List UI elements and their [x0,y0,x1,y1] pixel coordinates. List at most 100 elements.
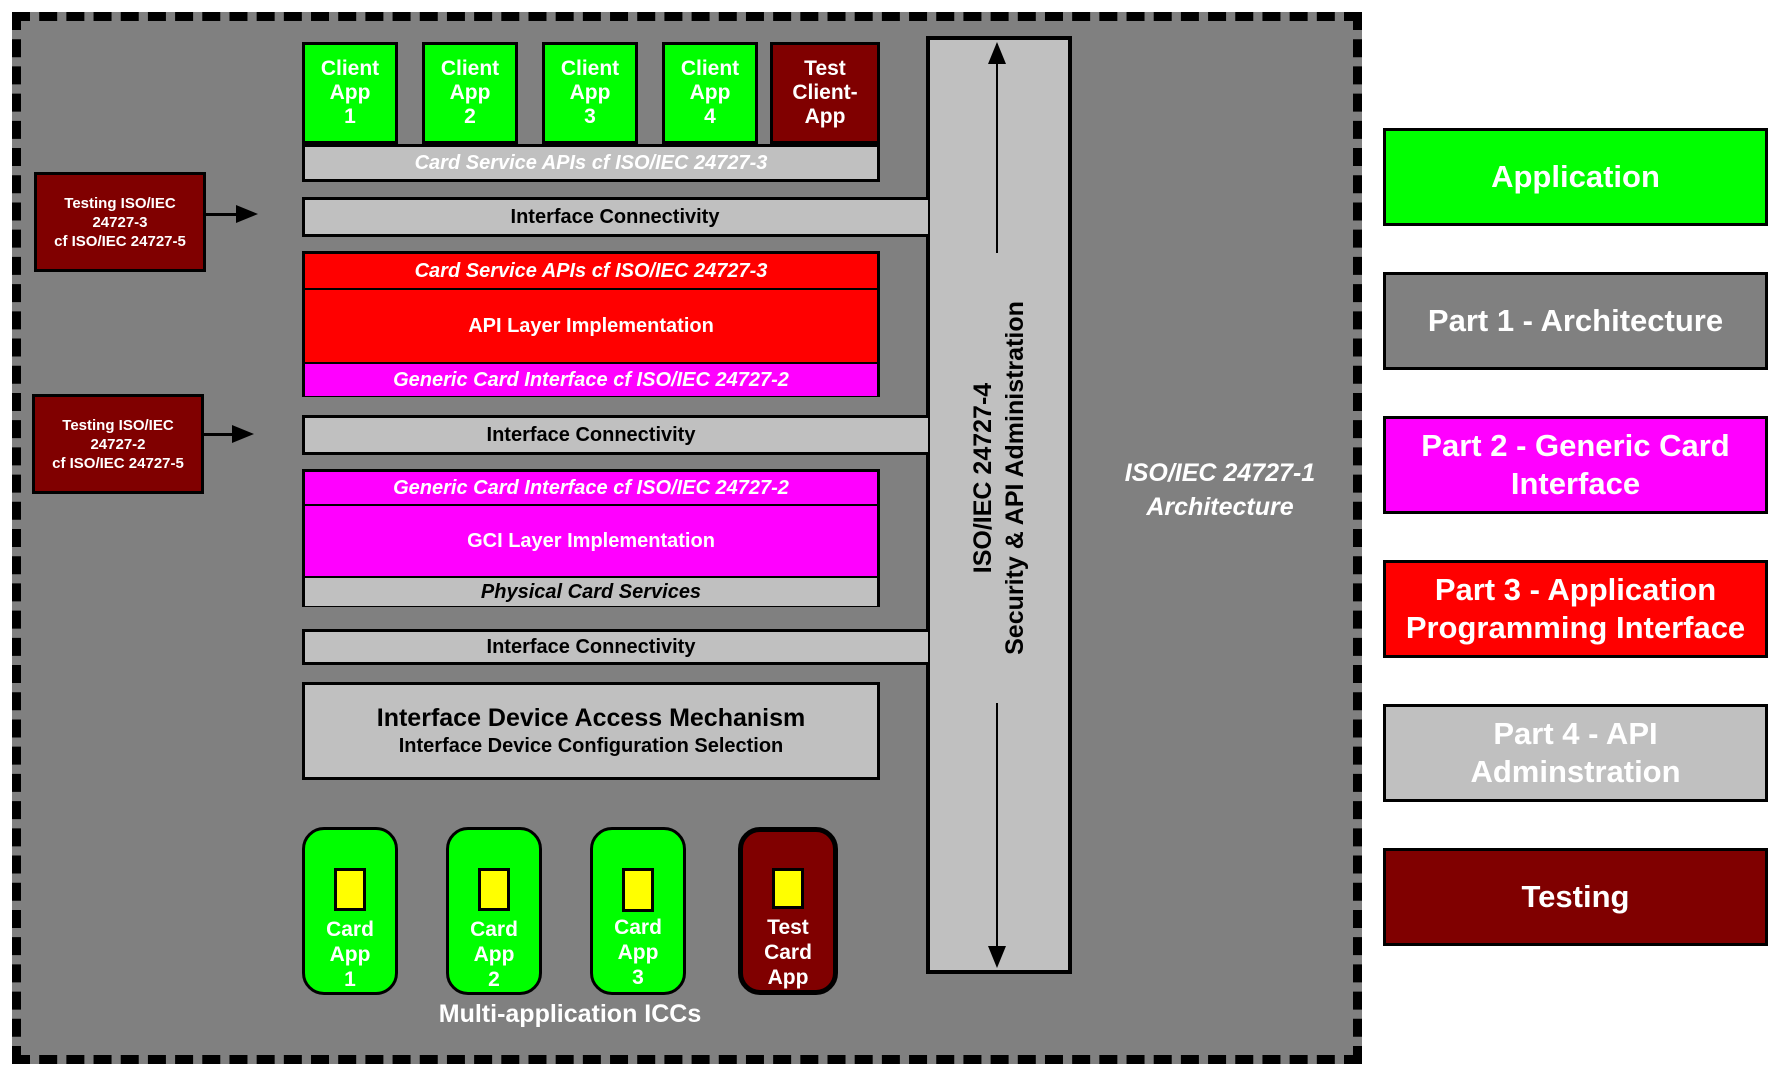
arrow-right-icon [236,205,258,223]
api-block-body: API Layer Implementation [305,290,877,362]
security-line-2: Security & API Administration [1001,301,1029,655]
chip-icon [622,868,654,912]
test-card-line-3: App [767,966,809,989]
client-app-1-line-1: Client [320,57,380,80]
client-app-4-line-1: Client [680,57,740,80]
card-app-3-line-1: Card [614,916,662,939]
testing-box-24727-2: Testing ISO/IEC 24727-2 cf ISO/IEC 24727… [32,394,204,494]
card-app-2-line-2: App [473,943,515,966]
card-app-3: Card App 3 [590,827,686,995]
client-app-3-line-2: App [569,81,611,104]
api-block-footer: Generic Card Interface cf ISO/IEC 24727-… [305,362,877,396]
interface-connectivity-text-3: Interface Connectivity [486,635,696,658]
security-admin-label: ISO/IEC 24727-4 Security & API Administr… [957,253,1041,703]
interface-connectivity-text-2: Interface Connectivity [486,423,696,446]
card-app-3-line-2: App [617,941,659,964]
test-client-app-line-3: App [804,105,846,128]
api-block-header: Card Service APIs cf ISO/IEC 24727-3 [305,254,877,290]
interface-connectivity-band-3 [302,629,928,665]
legend-testing: Testing [1383,848,1768,946]
arrow-up-icon [988,42,1006,64]
testing-arrow-2-line [204,433,236,436]
card-app-1: Card App 1 [302,827,398,995]
client-app-2-line-2: App [449,81,491,104]
architecture-label-line-1: ISO/IEC 24727-1 [1124,459,1316,487]
gci-block-body-text: GCI Layer Implementation [467,529,715,552]
device-access-box: Interface Device Access Mechanism Interf… [302,682,880,780]
api-layer-block: Card Service APIs cf ISO/IEC 24727-3 API… [302,251,880,397]
legend-part-1: Part 1 - Architecture [1383,272,1768,370]
client-app-2: Client App 2 [422,42,518,144]
card-app-3-line-3: 3 [632,966,644,989]
card-app-2-line-1: Card [470,918,518,941]
legend-part-3: Part 3 - Application Programming Interfa… [1383,560,1768,658]
api-block-footer-text: Generic Card Interface cf ISO/IEC 24727-… [393,368,789,391]
testing-box-24727-3: Testing ISO/IEC 24727-3 cf ISO/IEC 24727… [34,172,206,272]
architecture-label: ISO/IEC 24727-1 Architecture [1100,456,1340,536]
legend-part-1-text: Part 1 - Architecture [1427,303,1724,338]
legend-testing-text: Testing [1521,879,1630,914]
client-app-1-line-3: 1 [344,105,356,128]
card-service-apis-label: Card Service APIs cf ISO/IEC 24727-3 [414,151,768,174]
client-app-1-line-2: App [329,81,371,104]
gci-block-header: Generic Card Interface cf ISO/IEC 24727-… [305,472,877,506]
multi-app-iccs-label: Multi-application ICCs [380,1000,760,1034]
legend-part-4: Part 4 - API Adminstration [1383,704,1768,802]
client-app-3-line-3: 3 [584,105,596,128]
testing-box-1-line-1: Testing ISO/IEC [64,194,176,212]
card-app-2-line-3: 2 [488,968,500,991]
gci-block-body: GCI Layer Implementation [305,506,877,576]
gci-block-header-text: Generic Card Interface cf ISO/IEC 24727-… [393,476,789,499]
legend-part-2-line-1: Part 2 - Generic Card [1421,428,1730,463]
test-client-app: Test Client- App [770,42,880,144]
client-app-4-line-2: App [689,81,731,104]
card-app-1-line-2: App [329,943,371,966]
chip-icon [478,868,510,911]
legend-application: Application [1383,128,1768,226]
chip-icon [334,868,366,911]
test-card-line-1: Test [767,916,809,939]
interface-connectivity-label-1: Interface Connectivity [302,197,928,237]
legend-part-3-line-2: Programming Interface [1405,610,1746,645]
gci-block-footer-text: Physical Card Services [480,580,702,603]
client-app-3-line-1: Client [560,57,620,80]
card-service-apis-band: Card Service APIs cf ISO/IEC 24727-3 [302,144,880,182]
interface-connectivity-band-2 [302,415,928,455]
api-block-body-text: API Layer Implementation [468,314,714,337]
test-client-app-line-2: Client- [792,81,858,104]
test-card-line-2: Card [764,941,812,964]
security-line-1: ISO/IEC 24727-4 [969,382,997,574]
arrow-down-icon [988,946,1006,968]
api-block-header-text: Card Service APIs cf ISO/IEC 24727-3 [414,259,768,282]
legend-part-4-line-2: Adminstration [1470,754,1681,789]
legend-part-2-line-2: Interface [1510,466,1641,501]
testing-box-2-line-3: cf ISO/IEC 24727-5 [52,454,184,472]
gci-layer-block: Generic Card Interface cf ISO/IEC 24727-… [302,469,880,607]
multi-app-iccs-text: Multi-application ICCs [438,1000,702,1028]
chip-icon [772,868,804,909]
testing-box-2-line-2: 24727-2 [90,435,146,453]
testing-box-1-line-3: cf ISO/IEC 24727-5 [54,232,186,250]
legend-part-4-line-1: Part 4 - API [1493,716,1658,751]
testing-box-1-line-2: 24727-3 [92,213,148,231]
client-app-4-line-3: 4 [704,105,716,128]
client-app-2-line-3: 2 [464,105,476,128]
interface-connectivity-band-1 [302,197,928,237]
testing-arrow-1-line [206,213,240,216]
architecture-label-line-2: Architecture [1146,493,1294,521]
test-client-app-line-1: Test [804,57,846,80]
interface-connectivity-label-3: Interface Connectivity [302,629,880,665]
interface-connectivity-label-2: Interface Connectivity [302,415,880,455]
card-app-1-line-3: 1 [344,968,356,991]
client-app-3: Client App 3 [542,42,638,144]
card-app-1-line-1: Card [326,918,374,941]
card-app-2: Card App 2 [446,827,542,995]
test-card-app: Test Card App [738,827,838,995]
legend-application-text: Application [1491,159,1660,194]
gci-block-footer: Physical Card Services [305,576,877,606]
arrow-right-icon [232,425,254,443]
client-app-2-line-1: Client [440,57,500,80]
client-app-4: Client App 4 [662,42,758,144]
device-access-subtitle: Interface Device Configuration Selection [398,735,784,757]
legend-part-3-line-1: Part 3 - Application [1434,572,1717,607]
